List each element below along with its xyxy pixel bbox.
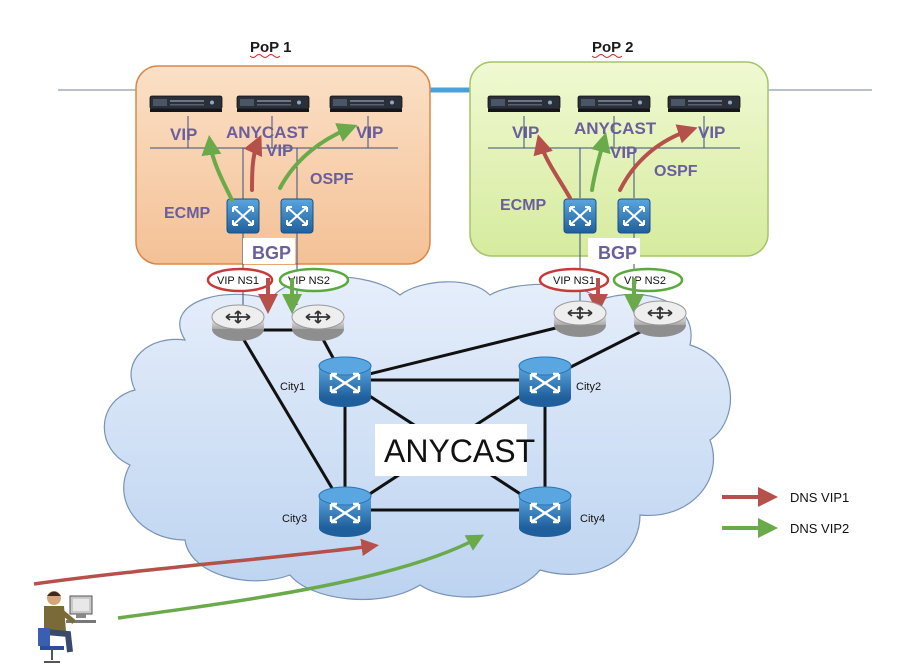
pop2-red-arrow-left <box>533 134 572 200</box>
pop2-ns1-label: VIP NS1 <box>553 275 595 287</box>
pop2-ns2-oval <box>612 267 684 293</box>
pop1-ns1-oval <box>206 267 274 293</box>
pop2-ecmp: ECMP <box>500 197 547 214</box>
switch-icon <box>617 198 651 234</box>
pop1-red-arrow <box>243 134 263 192</box>
pop1-green-arrow-right <box>278 123 358 190</box>
pop1-vip-mid: VIP <box>266 141 293 160</box>
pop2-vip-mid: VIP <box>610 143 637 162</box>
pop1-bgp: BGP <box>252 243 291 263</box>
pop2-anycast: ANYCAST <box>574 119 657 138</box>
pop1-vip-left: VIP <box>170 125 197 144</box>
pop1-lan <box>150 116 398 305</box>
pop2-green-arrow <box>590 132 611 192</box>
pop1-anycast: ANYCAST <box>226 123 309 142</box>
server-icon <box>329 95 403 113</box>
city-router-icon <box>317 355 373 409</box>
city-router-icon <box>317 485 373 539</box>
legend: DNS VIP1 DNS VIP2 <box>722 487 849 538</box>
pop1-ns2-label: VIP NS2 <box>288 275 330 287</box>
pop2-ospf: OSPF <box>654 163 698 180</box>
server-icon <box>487 95 561 113</box>
pop1-green-arrow-left <box>201 135 234 202</box>
legend-label-vip2: DNS VIP2 <box>790 521 849 536</box>
pop1-ospf: OSPF <box>310 171 354 188</box>
edge-router-icon <box>553 300 607 338</box>
user-at-computer-icon <box>38 591 96 663</box>
legend-label-vip1: DNS VIP1 <box>790 490 849 505</box>
pop1-vip-right: VIP <box>356 123 383 142</box>
edge-router-icon <box>211 304 265 342</box>
switch-icon <box>280 198 314 234</box>
pop2-ns2-label: VIP NS2 <box>624 275 666 287</box>
switch-icon <box>226 198 260 234</box>
switch-icon <box>563 198 597 234</box>
city2-label: City2 <box>576 381 601 393</box>
edge-router-icon <box>291 304 345 342</box>
server-icon <box>577 95 651 113</box>
edge-router-icon <box>633 300 687 338</box>
pop2-vip-right: VIP <box>698 123 725 142</box>
pop1-ns1-label: VIP NS1 <box>217 275 259 287</box>
pop1-ns2-oval <box>278 267 350 293</box>
pop1-ecmp: ECMP <box>164 205 211 222</box>
client-green-path <box>117 534 485 620</box>
server-icon <box>236 95 310 113</box>
pop2-ns1-oval <box>538 267 610 293</box>
city4-label: City4 <box>580 513 605 525</box>
city-router-icon <box>517 485 573 539</box>
server-icon <box>667 95 741 113</box>
pop1-title: PoP 1 <box>250 39 291 56</box>
pop2-bgp: BGP <box>598 243 637 263</box>
pop2-red-arrow-right <box>618 124 698 192</box>
city-router-icon <box>517 355 573 409</box>
pop2-vip-left: VIP <box>512 123 539 142</box>
anycast-center-label: ANYCAST <box>384 433 535 469</box>
server-icon <box>149 95 223 113</box>
client-red-path <box>33 538 379 586</box>
pop2-title: PoP 2 <box>592 39 633 56</box>
city1-label: City1 <box>280 381 305 393</box>
city3-label: City3 <box>282 513 307 525</box>
